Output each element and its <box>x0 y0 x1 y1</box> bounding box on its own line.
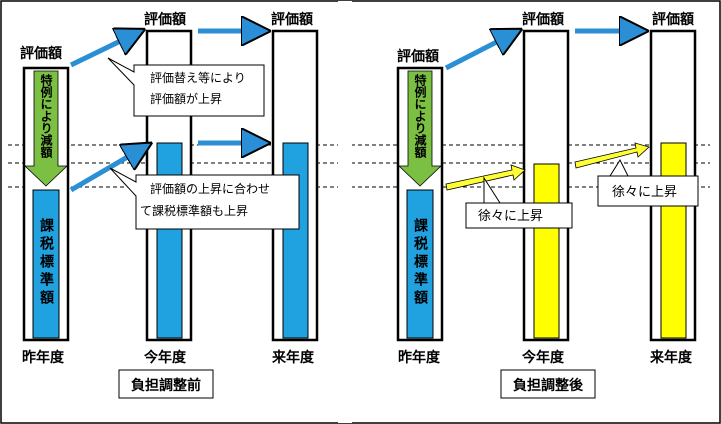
right-special-reduction-arrow <box>398 70 442 187</box>
left-callout-bottom <box>109 167 300 230</box>
right-callout-gradual-2-text: 徐々に上昇 <box>612 185 677 200</box>
right-callout-gradual-1-text: 徐々に上昇 <box>478 209 543 224</box>
right-panel: 徐々に上昇 徐々に上昇 評価額 評価額 評価額 特例により減額 課税標準額 昨年… <box>396 11 699 399</box>
right-caption: 負担調整後 <box>513 377 584 394</box>
right-col3-taxable-bar <box>660 142 687 339</box>
left-caption: 負担調整前 <box>131 377 201 394</box>
left-callout-top <box>107 57 265 117</box>
left-special-reduction-label: 特例により減額 <box>39 73 53 159</box>
right-arrow-valuation-up <box>444 31 518 71</box>
left-panel: 評価替え等により 評価額が上昇 評価額の上昇に合わせ て課税標準額も上昇 評価額… <box>20 11 319 399</box>
left-arrow-valuation-up <box>69 31 141 68</box>
right-arrow-gradual-2 <box>574 142 650 169</box>
right-col1-taxable-bar <box>406 189 434 339</box>
right-col3-valuation-label: 評価額 <box>652 11 694 28</box>
left-col2-valuation-label: 評価額 <box>144 11 186 28</box>
right-col2-taxable-bar <box>533 163 560 339</box>
right-year-this: 今年度 <box>521 349 565 366</box>
left-col1-taxable-bar <box>32 189 60 339</box>
left-year-last: 昨年度 <box>22 349 65 366</box>
left-col2-taxable-bar <box>156 142 183 339</box>
right-caption-box <box>500 369 596 399</box>
left-caption-box <box>118 369 214 399</box>
right-year-next: 来年度 <box>649 349 693 366</box>
left-year-next: 来年度 <box>271 349 315 366</box>
right-col1-valuation-label: 評価額 <box>397 48 439 65</box>
left-col3-valuation-label: 評価額 <box>271 11 313 28</box>
right-special-reduction-label: 特例により減額 <box>413 73 427 159</box>
left-col1-valuation-label: 評価額 <box>20 45 62 62</box>
left-callout-top-line2: 評価額が上昇 <box>150 91 222 106</box>
right-callout-gradual-2 <box>597 158 699 207</box>
left-year-this: 今年度 <box>143 349 187 366</box>
right-taxable-label: 課税標準額 <box>412 217 429 308</box>
left-callout-bottom-line2: て課税標準額も上昇 <box>140 203 248 218</box>
left-special-reduction-arrow <box>24 70 68 187</box>
right-arrow-gradual-1 <box>445 164 526 191</box>
left-taxable-label: 課税標準額 <box>38 217 55 308</box>
left-arrow-taxable-up <box>69 145 148 193</box>
left-callout-bottom-line1: 評価額の上昇に合わせ <box>150 181 270 196</box>
right-callout-gradual-1 <box>465 176 573 229</box>
left-callout-top-line1: 評価替え等により <box>150 70 246 85</box>
right-col2-valuation-label: 評価額 <box>522 11 564 28</box>
right-year-last: 昨年度 <box>398 349 441 366</box>
left-col3-taxable-bar <box>282 142 309 339</box>
